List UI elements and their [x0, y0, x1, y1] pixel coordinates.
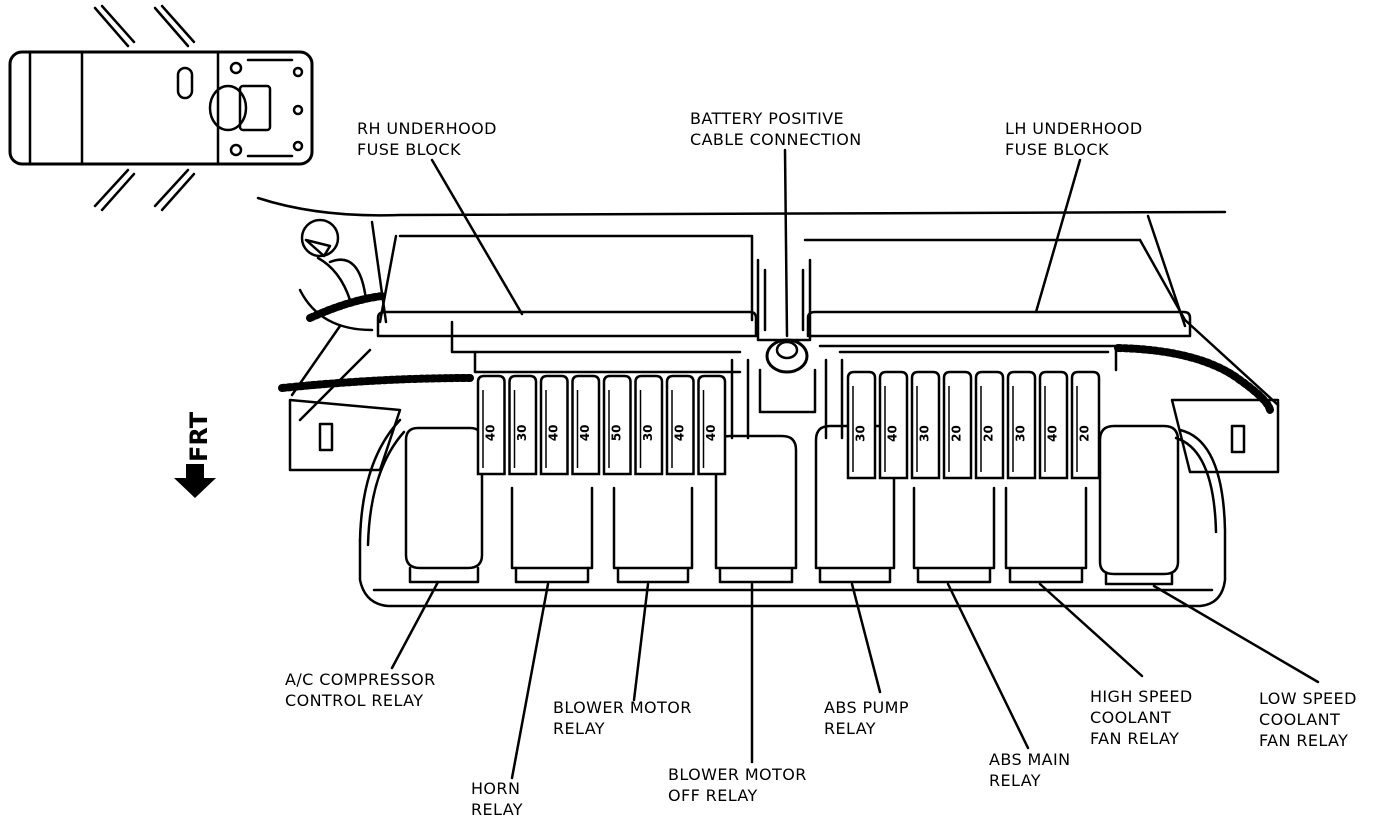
fuse-rating-label: 30 [641, 424, 655, 441]
fuse: 40 [476, 374, 506, 476]
label-abs-pump-relay: ABS PUMP RELAY [824, 698, 909, 738]
label-blower-motor-off-relay: BLOWER MOTOR OFF RELAY [668, 765, 807, 805]
label-battery-positive-cable: BATTERY POSITIVE CABLE CONNECTION [690, 109, 862, 149]
fuse-rating-label: 20 [950, 425, 964, 442]
fuse: 30 [846, 370, 877, 480]
fuse-rating-label: 30 [854, 425, 868, 442]
fuse: 40 [539, 374, 569, 476]
rh-fuse-row: 40 30 40 40 50 30 40 40 [476, 374, 727, 476]
fuse-rating-label: 40 [886, 425, 900, 442]
fuse: 40 [1038, 370, 1069, 480]
label-ac-compressor-control-relay: A/C COMPRESSOR CONTROL RELAY [285, 670, 436, 710]
fuse-rating-label: 30 [1014, 425, 1028, 442]
fuse: 40 [697, 374, 727, 476]
fuse: 30 [1006, 370, 1037, 480]
label-low-speed-coolant-fan-relay: LOW SPEED COOLANT FAN RELAY [1259, 689, 1357, 750]
fuse: 40 [878, 370, 909, 480]
front-direction-label: FRT [185, 411, 213, 462]
fuse: 30 [910, 370, 941, 480]
vehicle-locator-icon [8, 4, 314, 212]
label-blower-motor-relay: BLOWER MOTOR RELAY [553, 698, 692, 738]
fuse-rating-label: 30 [515, 424, 529, 441]
fuse-rating-label: 20 [1078, 425, 1092, 442]
engine-compartment-outline [256, 196, 1280, 422]
label-abs-main-relay: ABS MAIN RELAY [989, 750, 1071, 790]
fuse: 20 [974, 370, 1005, 480]
fuse-rating-label: 40 [1046, 425, 1060, 442]
fuse: 30 [508, 374, 538, 476]
leader-lines-bottom [390, 580, 1320, 780]
relays [404, 424, 1180, 586]
fuse-rating-label: 30 [918, 425, 932, 442]
fuse-rating-label: 20 [982, 425, 996, 442]
fuse: 40 [571, 374, 601, 476]
fuse-rating-label: 40 [546, 424, 560, 441]
fuse-rating-label: 40 [672, 424, 686, 441]
fuse-block-covers [376, 310, 1192, 374]
fuse-block-tray [358, 418, 1227, 608]
leader-lines-top [430, 148, 1082, 338]
fuse-rating-label: 40 [578, 424, 592, 441]
fuse: 50 [602, 374, 632, 476]
front-arrow-icon [174, 464, 216, 498]
lh-fuse-row: 30 40 30 20 20 30 40 20 [846, 370, 1101, 480]
fuse: 20 [1070, 370, 1101, 480]
fuse-rating-label: 50 [609, 424, 623, 441]
label-lh-underhood-fuse-block: LH UNDERHOOD FUSE BLOCK [1005, 119, 1143, 159]
fuse: 30 [634, 374, 664, 476]
fuse: 40 [665, 374, 695, 476]
fuse: 20 [942, 370, 973, 480]
fuse-rating-label: 40 [483, 424, 497, 441]
label-horn-relay: HORN RELAY [471, 779, 523, 819]
label-high-speed-coolant-fan-relay: HIGH SPEED COOLANT FAN RELAY [1090, 687, 1193, 748]
label-rh-underhood-fuse-block: RH UNDERHOOD FUSE BLOCK [357, 119, 497, 159]
fuse-rating-label: 40 [704, 424, 718, 441]
